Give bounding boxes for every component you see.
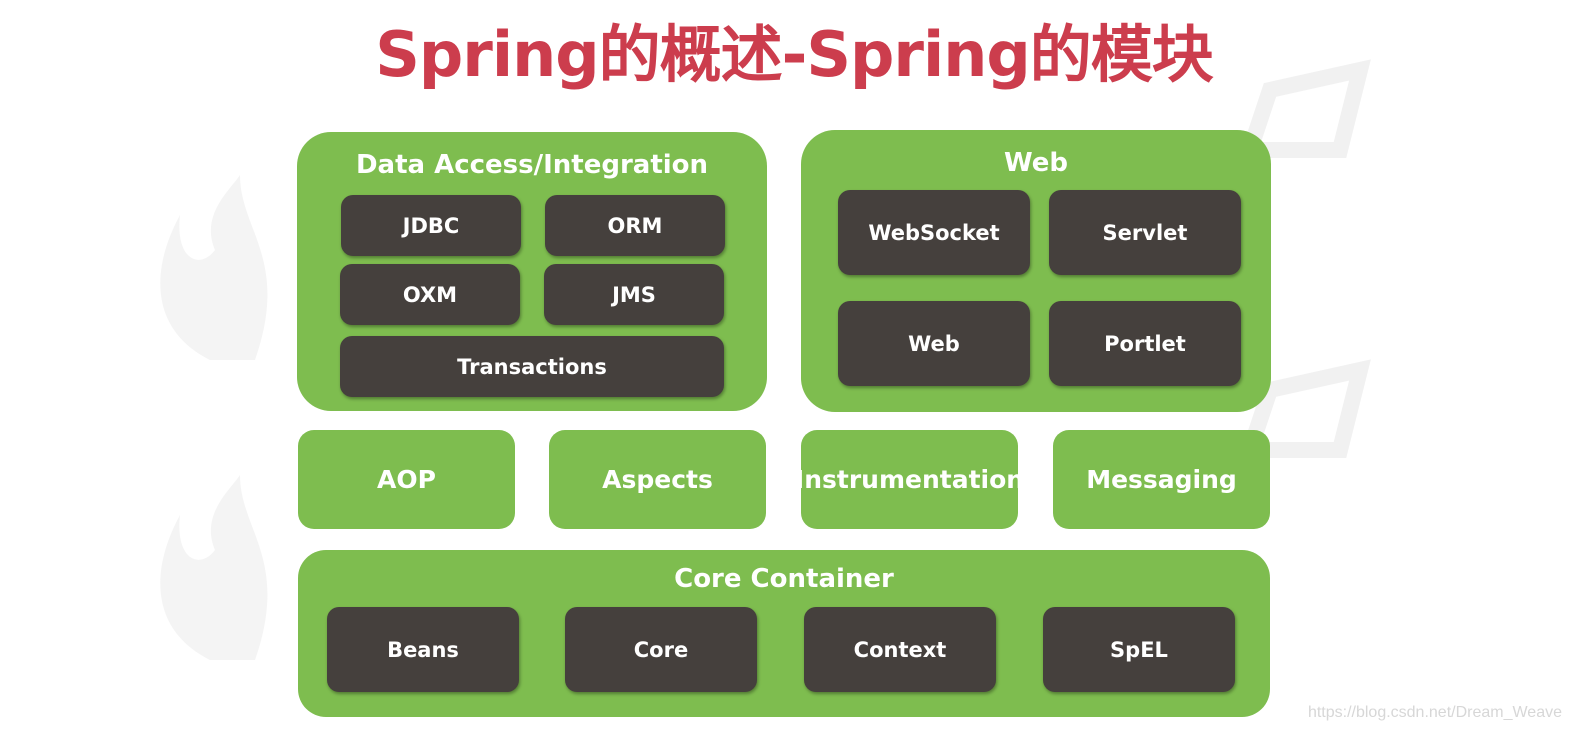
module-websocket: WebSocket xyxy=(838,190,1030,275)
module-beans: Beans xyxy=(327,607,519,692)
page-title: Spring的概述-Spring的模块 xyxy=(375,18,1214,91)
module-transactions: Transactions xyxy=(340,336,724,397)
module-servlet: Servlet xyxy=(1049,190,1241,275)
data-access-group: Data Access/Integration JDBC ORM OXM JMS… xyxy=(297,132,767,411)
module-portlet: Portlet xyxy=(1049,301,1241,386)
flame-watermark-icon xyxy=(160,475,268,660)
module-messaging: Messaging xyxy=(1053,430,1270,529)
module-jdbc: JDBC xyxy=(341,195,521,256)
module-core: Core xyxy=(565,607,757,692)
data-access-label: Data Access/Integration xyxy=(355,150,709,180)
module-spel: SpEL xyxy=(1043,607,1235,692)
core-container-label: Core Container xyxy=(674,564,894,594)
web-group: Web WebSocket Servlet Web Portlet xyxy=(801,130,1271,412)
module-jms: JMS xyxy=(544,264,724,325)
module-web: Web xyxy=(838,301,1030,386)
source-credit: https://blog.csdn.net/Dream_Weave xyxy=(1307,704,1562,721)
module-orm: ORM xyxy=(545,195,725,256)
flame-watermark-icon xyxy=(160,175,268,360)
core-container-group: Core Container Beans Core Context SpEL xyxy=(298,550,1270,717)
module-instrumentation: Instrumentation xyxy=(795,430,1024,529)
web-label: Web xyxy=(1004,148,1068,178)
module-oxm: OXM xyxy=(340,264,520,325)
module-aop: AOP xyxy=(298,430,515,529)
module-aspects: Aspects xyxy=(549,430,766,529)
module-context: Context xyxy=(804,607,996,692)
